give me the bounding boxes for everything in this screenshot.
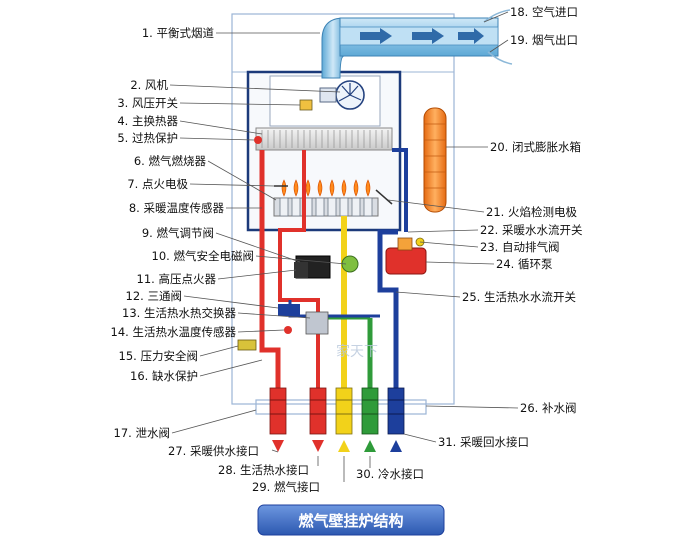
circulation-pump bbox=[385, 247, 427, 275]
label-heating-flow-switch: 22. 采暖水水流开关 bbox=[480, 223, 583, 237]
high-voltage-ignitor bbox=[294, 262, 308, 278]
label-flue: 1. 平衡式烟道 bbox=[142, 26, 215, 40]
overheat-protector bbox=[254, 136, 262, 144]
label-gas-safety-solenoid: 10. 燃气安全电磁阀 bbox=[152, 249, 254, 263]
smoke-outlet-wisp-icon bbox=[487, 51, 513, 65]
label-high-voltage-ignitor: 11. 高压点火器 bbox=[137, 272, 217, 286]
label-heating-return-connector: 31. 采暖回水接口 bbox=[438, 435, 529, 449]
flow-arrow-icon bbox=[272, 440, 284, 452]
leader-lines-bottom bbox=[271, 449, 371, 482]
label-main-heat-exchanger: 4. 主换热器 bbox=[117, 114, 178, 128]
flue-arrow-icon bbox=[360, 28, 392, 44]
dhw-heat-exchanger bbox=[305, 311, 329, 335]
label-fan: 2. 风机 bbox=[130, 78, 168, 92]
pressure-relief-valve bbox=[237, 339, 257, 351]
label-dhw-flow-switch: 25. 生活热水水流开关 bbox=[462, 290, 576, 304]
label-auto-air-vent: 23. 自动排气阀 bbox=[480, 240, 559, 254]
label-three-way-valve: 12. 三通阀 bbox=[126, 289, 182, 303]
flow-arrow-icon bbox=[364, 440, 376, 452]
labels-left: 1. 平衡式烟道 2. 风机 3. 风压开关 4. 主换热器 5. 过热保护 6… bbox=[111, 26, 254, 440]
burner-tubes bbox=[279, 197, 373, 217]
dhw-temp-sensor bbox=[284, 326, 292, 334]
label-circulation-pump: 24. 循环泵 bbox=[496, 257, 553, 271]
label-heating-temp-sensor: 8. 采暖温度传感器 bbox=[129, 201, 225, 215]
label-heating-supply-connector: 27. 采暖供水接口 bbox=[168, 444, 259, 458]
heating-supply-pipe bbox=[259, 150, 281, 388]
fan-motor bbox=[319, 87, 337, 103]
burner-hot-pipe bbox=[392, 148, 408, 232]
connector-gas bbox=[335, 387, 353, 435]
heat-exchanger-fins bbox=[261, 130, 389, 148]
label-gas-regulating-valve: 9. 燃气调节阀 bbox=[142, 226, 214, 240]
label-pressure-safety-valve: 15. 压力安全阀 bbox=[119, 349, 198, 363]
label-overheat-protection: 5. 过热保护 bbox=[117, 131, 178, 145]
flow-arrow-icon bbox=[312, 440, 324, 452]
label-low-water-protection: 16. 缺水保护 bbox=[130, 369, 198, 383]
diagram-title: 燃气壁挂炉结构 bbox=[298, 512, 403, 530]
flow-arrow-icon bbox=[390, 440, 402, 452]
connector-heating-supply bbox=[269, 387, 287, 435]
labels-bottom: 27. 采暖供水接口 28. 生活热水接口 29. 燃气接口 30. 冷水接口 … bbox=[168, 435, 529, 494]
title-banner bbox=[257, 504, 445, 536]
label-hot-water-connector: 28. 生活热水接口 bbox=[218, 463, 309, 477]
label-makeup-valve: 26. 补水阀 bbox=[520, 401, 576, 415]
expansion-tank-ribs bbox=[424, 123, 446, 189]
flame-detect-electrode bbox=[375, 189, 393, 205]
air-pressure-switch bbox=[299, 99, 313, 111]
label-dhw-heat-exchanger: 13. 生活热水热交换器 bbox=[122, 306, 236, 320]
flue-arrow-icon bbox=[458, 28, 484, 44]
three-way-valve bbox=[278, 304, 300, 316]
gas-burner bbox=[273, 197, 379, 217]
label-air-pressure-switch: 3. 风压开关 bbox=[117, 96, 178, 110]
labels-right: 18. 空气进口 19. 烟气出口 20. 闭式膨胀水箱 21. 火焰检测电极 … bbox=[462, 5, 583, 415]
label-drain-valve: 17. 泄水阀 bbox=[114, 426, 170, 440]
label-air-inlet: 18. 空气进口 bbox=[510, 5, 578, 19]
label-gas-connector: 29. 燃气接口 bbox=[252, 480, 320, 494]
air-inlet-wisp-icon bbox=[483, 9, 511, 23]
flame-icon bbox=[281, 179, 371, 197]
label-ignition-electrode: 7. 点火电极 bbox=[127, 177, 188, 191]
return-branch bbox=[288, 300, 380, 318]
leader-lines-left bbox=[169, 32, 347, 434]
leader-lines-right bbox=[387, 11, 519, 443]
label-cold-water-connector: 30. 冷水接口 bbox=[356, 467, 424, 481]
label-expansion-tank: 20. 闭式膨胀水箱 bbox=[490, 140, 581, 154]
connector-cold-water bbox=[361, 387, 379, 435]
heating-return-pipe bbox=[377, 229, 399, 388]
watermark: 家天下 bbox=[336, 343, 378, 360]
flow-arrow-icon bbox=[338, 440, 350, 452]
label-smoke-outlet: 19. 烟气出口 bbox=[510, 33, 578, 47]
fan-blade-icon bbox=[338, 83, 362, 102]
label-gas-burner: 6. 燃气燃烧器 bbox=[134, 154, 207, 168]
flue-arrow-icon bbox=[412, 28, 444, 44]
pump-head bbox=[397, 237, 413, 251]
expansion-tank bbox=[423, 107, 447, 213]
main-heat-exchanger bbox=[255, 127, 393, 151]
connector-heating-return bbox=[387, 387, 405, 435]
label-flame-detect-electrode: 21. 火焰检测电极 bbox=[486, 205, 577, 219]
label-dhw-temp-sensor: 14. 生活热水温度传感器 bbox=[111, 325, 237, 339]
connector-hot-water bbox=[309, 387, 327, 435]
